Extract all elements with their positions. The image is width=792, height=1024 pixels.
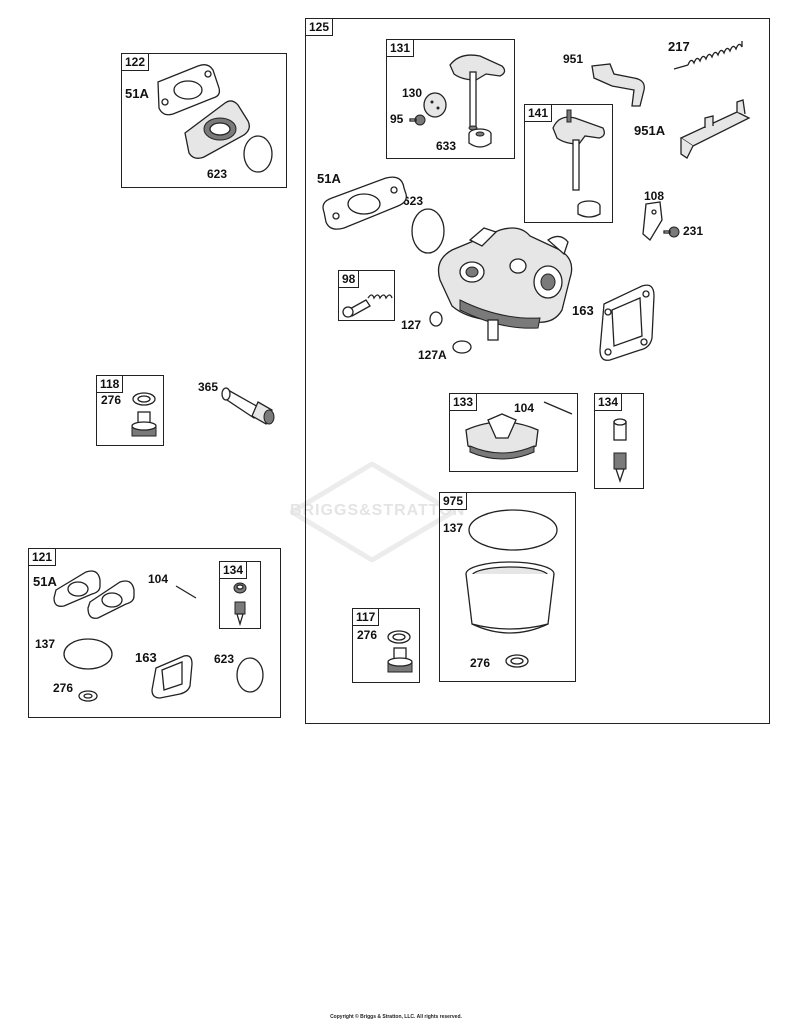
label-51a-main: 51A (317, 171, 341, 186)
governor-lever-icon (591, 63, 645, 107)
label-95: 95 (390, 112, 404, 126)
group-975-tag: 975 (440, 493, 468, 510)
label-276-bowl: 276 (470, 656, 491, 670)
kit-gasket-a-icon (53, 570, 101, 607)
label-951: 951 (563, 52, 584, 66)
kit-needle-seat-icon (233, 582, 247, 594)
group-118-box: 118 (96, 375, 164, 446)
kit-gasket-163-icon (151, 655, 193, 699)
label-623-121: 623 (214, 652, 235, 666)
copyright-footer: Copyright © Briggs & Stratton, LLC. All … (330, 1014, 462, 1020)
label-623: 623 (207, 167, 228, 181)
kit-bowl-gasket-icon (63, 638, 113, 670)
watermark-text: BRIGGS&STRATTON (290, 502, 466, 519)
screw-95-icon (409, 114, 426, 126)
group-133-box: 133 (449, 393, 578, 472)
group-121-box: 121 (28, 548, 281, 718)
label-130: 130 (402, 86, 423, 100)
group-975-box: 975 (439, 492, 576, 682)
carb-gasket-icon (322, 176, 407, 230)
kit-washer-276-icon (78, 690, 98, 702)
group-131-box: 131 (386, 39, 515, 159)
label-137-bowl: 137 (443, 521, 464, 535)
group-134-kit-tag: 134 (220, 562, 248, 579)
bowl-gasket-icon (468, 509, 558, 551)
kit-oring-623-icon (236, 657, 264, 693)
kit-inlet-needle-icon (234, 601, 246, 627)
label-137-121: 137 (35, 637, 56, 651)
group-134-tag: 134 (595, 394, 623, 411)
plug-127a-icon (452, 340, 472, 354)
label-217: 217 (668, 39, 690, 54)
label-163: 163 (572, 303, 594, 318)
group-125-box: 125 (305, 18, 770, 724)
intake-adapter-icon (184, 100, 250, 159)
bowl-washer-icon (505, 654, 529, 668)
label-365: 365 (198, 380, 219, 394)
group-121-tag: 121 (29, 549, 57, 566)
bushing-633-icon (468, 128, 492, 148)
washer-117-icon (387, 630, 411, 644)
label-127a: 127A (418, 348, 447, 362)
label-51a-121: 51A (33, 574, 57, 589)
throttle-shaft-icon (449, 54, 506, 131)
choke-shaft-icon (552, 109, 605, 218)
screw-231-icon (663, 226, 680, 238)
idle-screw-spring-icon (342, 294, 393, 318)
group-133-tag: 133 (450, 394, 478, 411)
group-117-box: 117 (352, 608, 420, 683)
gasket-163-icon (599, 284, 655, 361)
group-122-box: 122 (121, 53, 287, 188)
group-131-tag: 131 (387, 40, 415, 57)
washer-118-icon (132, 392, 156, 406)
governor-plate-icon (642, 201, 663, 241)
kit-pin-icon (175, 585, 197, 599)
label-231: 231 (683, 224, 704, 238)
spacer-127-icon (429, 311, 443, 327)
group-134-kit-box: 134 (219, 561, 261, 629)
throttle-plate-icon (423, 92, 447, 118)
label-104-121: 104 (148, 572, 169, 586)
label-951a: 951A (634, 123, 666, 138)
label-163-121: 163 (135, 650, 157, 665)
carburetor-body-icon (437, 227, 573, 341)
group-134-box: 134 (594, 393, 644, 489)
brand-watermark-logo (290, 462, 455, 562)
bowl-nut-117-icon (387, 647, 413, 673)
group-141-tag: 141 (525, 105, 553, 122)
float-icon (465, 413, 539, 460)
label-104-float: 104 (514, 401, 535, 415)
label-108: 108 (644, 189, 665, 203)
float-bowl-icon (465, 561, 555, 634)
group-118-tag: 118 (97, 376, 124, 393)
control-bracket-icon (679, 99, 751, 159)
label-276-118: 276 (101, 393, 122, 407)
float-pin-icon (543, 401, 573, 415)
group-98-box: 98 (338, 270, 395, 321)
kit-gasket-b-icon (87, 580, 135, 619)
label-51a: 51A (125, 86, 149, 101)
oring-623-icon (243, 135, 273, 173)
group-117-tag: 117 (353, 609, 380, 626)
oring-623-main-icon (411, 208, 445, 254)
needle-seat-icon (613, 418, 627, 441)
group-141-box: 141 (524, 104, 613, 223)
label-127: 127 (401, 318, 422, 332)
intake-gasket-icon (157, 64, 221, 116)
group-98-tag: 98 (339, 271, 360, 288)
label-276-117: 276 (357, 628, 378, 642)
group-122-tag: 122 (122, 54, 150, 71)
inlet-needle-icon (613, 452, 627, 484)
fuel-tube-365-icon (221, 387, 275, 425)
group-125-tag: 125 (306, 19, 334, 36)
bowl-nut-118-icon (131, 411, 157, 437)
label-623-main: 623 (403, 194, 424, 208)
label-276-121: 276 (53, 681, 74, 695)
governor-spring-icon (673, 41, 743, 70)
label-633: 633 (436, 139, 457, 153)
